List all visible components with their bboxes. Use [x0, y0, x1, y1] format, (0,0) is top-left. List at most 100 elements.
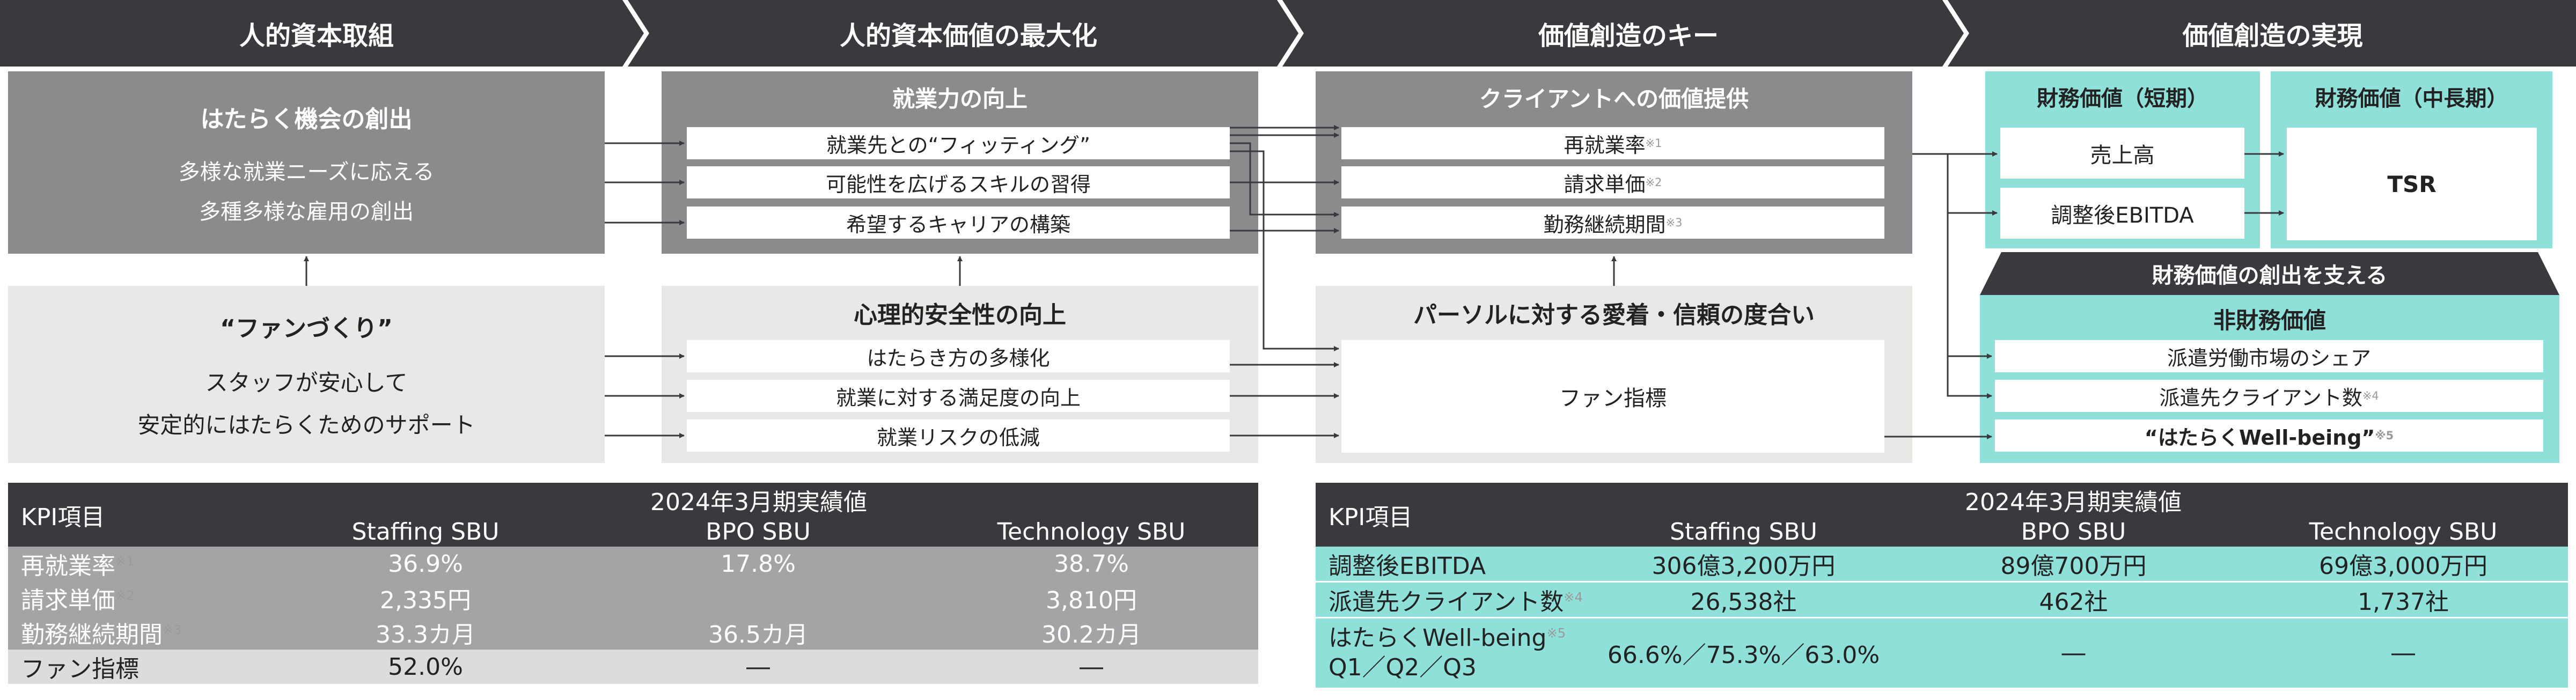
kpi-right-row-label: 調整後EBITDA [1316, 547, 1579, 583]
kpi-table-left: KPI項目 2024年3月期実績値 Staffing SBU BPO SBU T… [8, 483, 1259, 684]
non-financial-title: 非財務価値 [2213, 307, 2326, 334]
tenure-label: 勤務継続期間 [1543, 212, 1666, 237]
wellbeing-label: “はたらくWell-being” [2144, 425, 2375, 450]
kpi-right-corner: KPI項目 [1316, 483, 1579, 547]
fan-building-line2: 安定的にはたらくためのサポート [137, 412, 475, 438]
kpi-left-col-tech: Technology SBU [924, 517, 1259, 547]
kpi-right-cell: 66.6%／75.3%／63.0% [1607, 642, 1880, 669]
kpi-left-cell: ― [746, 653, 770, 681]
chevron-step-1 [0, 0, 644, 67]
step-label-4: 価値創造の実現 [2182, 21, 2363, 51]
arrow-c3-ebitda [1947, 154, 1998, 216]
support-banner: 財務価値の創出を支える [2152, 263, 2388, 288]
kpi-right-cell: 462社 [1909, 581, 2239, 618]
kpi-right-row-label: 派遣先クライアント数※4 [1316, 581, 1583, 618]
kpi-right-cell: ― [2061, 639, 2086, 667]
opportunity-title: はたらく機会の創出 [200, 106, 413, 133]
kpi-left-row-label: 再就業率※1 [21, 552, 135, 580]
reemployment-item: 再就業率※1 [1341, 127, 1884, 159]
kpi-left-cell: 36.5カ月 [708, 621, 808, 649]
kpi-table-right: KPI項目 2024年3月期実績値 Staffing SBU BPO SBU T… [1316, 483, 2568, 688]
tsr-item: TSR [2287, 128, 2537, 240]
kpi-left-row: 請求単価※2 2,335円 3,810円 [8, 581, 1259, 615]
note-3: ※3 [1665, 216, 1683, 229]
flow-arrows [304, 125, 2284, 439]
client-count-item: 派遣先クライアント数※4 [1995, 380, 2543, 412]
arrow-c2-4 [1230, 150, 1339, 351]
kpi-left-corner: KPI項目 [8, 483, 259, 547]
opportunity-line2: 多種多様な雇用の創出 [199, 200, 414, 224]
kpi-right-cell: ― [2391, 639, 2415, 667]
fan-building-line1: スタッフが安心して [205, 370, 408, 396]
step-label-1: 人的資本取組 [239, 21, 394, 51]
kpi-left-row: 再就業率※1 36.9% 17.8% 38.7% [8, 547, 1259, 581]
market-share-label: 派遣労働市場のシェア [2167, 346, 2371, 370]
fitting-item: 就業先との“フィッティング” [687, 127, 1230, 159]
unit-price-label: 請求単価 [1564, 172, 1646, 196]
kpi-left-cell: 33.3カ月 [376, 621, 475, 649]
kpi-left-col-bpo: BPO SBU [592, 517, 924, 547]
chevron-step-4 [1948, 0, 2576, 67]
kpi-left-cell [592, 581, 924, 615]
kpi-left-col-staffing: Staffing SBU [259, 517, 592, 547]
kpi-left-cell: 2,335円 [380, 587, 471, 614]
kpi-left-row-label: 請求単価※2 [21, 587, 135, 614]
tenure-item: 勤務継続期間※3 [1341, 207, 1884, 239]
kpi-right-group: 2024年3月期実績値 [1579, 483, 2568, 517]
kpi-right-cell: 26,538社 [1579, 581, 1909, 618]
chevron-step-3 [1282, 0, 1964, 67]
client-value-title: クライアントへの価値提供 [1479, 86, 1749, 112]
kpi-left-row: 勤務継続期間※3 33.3カ月 36.5カ月 30.2カ月 [8, 615, 1259, 650]
arrow-c3-clients [1947, 356, 1992, 399]
kpi-left-group: 2024年3月期実績値 [259, 483, 1259, 517]
kpi-left-cell: 17.8% [721, 550, 796, 578]
revenue-item: 売上高 [2000, 128, 2244, 179]
kpi-right-col-tech: Technology SBU [2239, 517, 2568, 547]
header-chevrons [0, 0, 2576, 67]
kpi-right-col-bpo: BPO SBU [1909, 517, 2239, 547]
arrow-c2-3 [1230, 142, 1339, 217]
kpi-left-cell: 3,810円 [1046, 587, 1137, 614]
wellbeing-item: “はたらくWell-being”※5 [1995, 419, 2543, 452]
short-term-title: 財務価値（短期） [2037, 86, 2208, 111]
note-1: ※1 [1645, 137, 1662, 150]
employability-title: 就業力の向上 [892, 86, 1028, 112]
fan-index-item: ファン指標 [1341, 340, 1884, 453]
kpi-right-cell: 306億3,200万円 [1579, 547, 1909, 583]
kpi-right-col-staffing: Staffing SBU [1579, 517, 1909, 547]
step-label-3: 価値創造のキー [1538, 21, 1719, 51]
kpi-left-cell: 52.0% [388, 653, 463, 681]
kpi-left-cell: ― [1080, 653, 1103, 681]
step-label-2: 人的資本価値の最大化 [839, 21, 1097, 51]
note-4: ※4 [2362, 389, 2379, 402]
arrow-c3-share [1947, 213, 1992, 359]
kpi-left-row-label: 勤務継続期間※3 [21, 621, 182, 649]
kpi-right-cell: 69億3,000万円 [2239, 547, 2568, 583]
trust-title: パーソルに対する愛着・信頼の度合い [1413, 301, 1815, 329]
kpi-right-row: 派遣先クライアント数※4 26,538社 462社 1,737社 [1316, 581, 2568, 618]
opportunity-creation-box: はたらく機会の創出 多様な就業ニーズに応える 多種多様な雇用の創出 [8, 71, 605, 254]
kpi-right-cell: 89億700万円 [1909, 547, 2239, 583]
workstyle-item: はたらき方の多様化 [687, 340, 1230, 372]
fan-building-title: “ファンづくり” [220, 315, 393, 342]
kpi-right-cell: 1,737社 [2239, 581, 2568, 618]
note-5: ※5 [2375, 429, 2394, 442]
satisfaction-item: 就業に対する満足度の向上 [687, 380, 1230, 412]
kpi-left-cell: 36.9% [388, 550, 463, 578]
fan-building-box: “ファンづくり” スタッフが安心して 安定的にはたらくためのサポート [8, 286, 605, 463]
opportunity-line1: 多様な就業ニーズに応える [178, 160, 435, 185]
kpi-left-cell: 30.2カ月 [1041, 621, 1141, 649]
unit-price-item: 請求単価※2 [1341, 166, 1884, 198]
market-share-item: 派遣労働市場のシェア [1995, 340, 2543, 372]
kpi-left-cell: 38.7% [1054, 550, 1129, 578]
client-count-label: 派遣先クライアント数 [2159, 386, 2362, 410]
support-banner-shape [1980, 252, 2559, 295]
kpi-right-row: 調整後EBITDA 306億3,200万円 89億700万円 69億3,000万… [1316, 547, 2568, 583]
career-item: 希望するキャリアの構築 [687, 207, 1230, 239]
ebitda-item: 調整後EBITDA [2000, 188, 2244, 239]
kpi-left-row-label: ファン指標 [21, 655, 139, 683]
risk-item: 就業リスクの低減 [687, 419, 1230, 452]
chevron-step-2 [628, 0, 1298, 67]
